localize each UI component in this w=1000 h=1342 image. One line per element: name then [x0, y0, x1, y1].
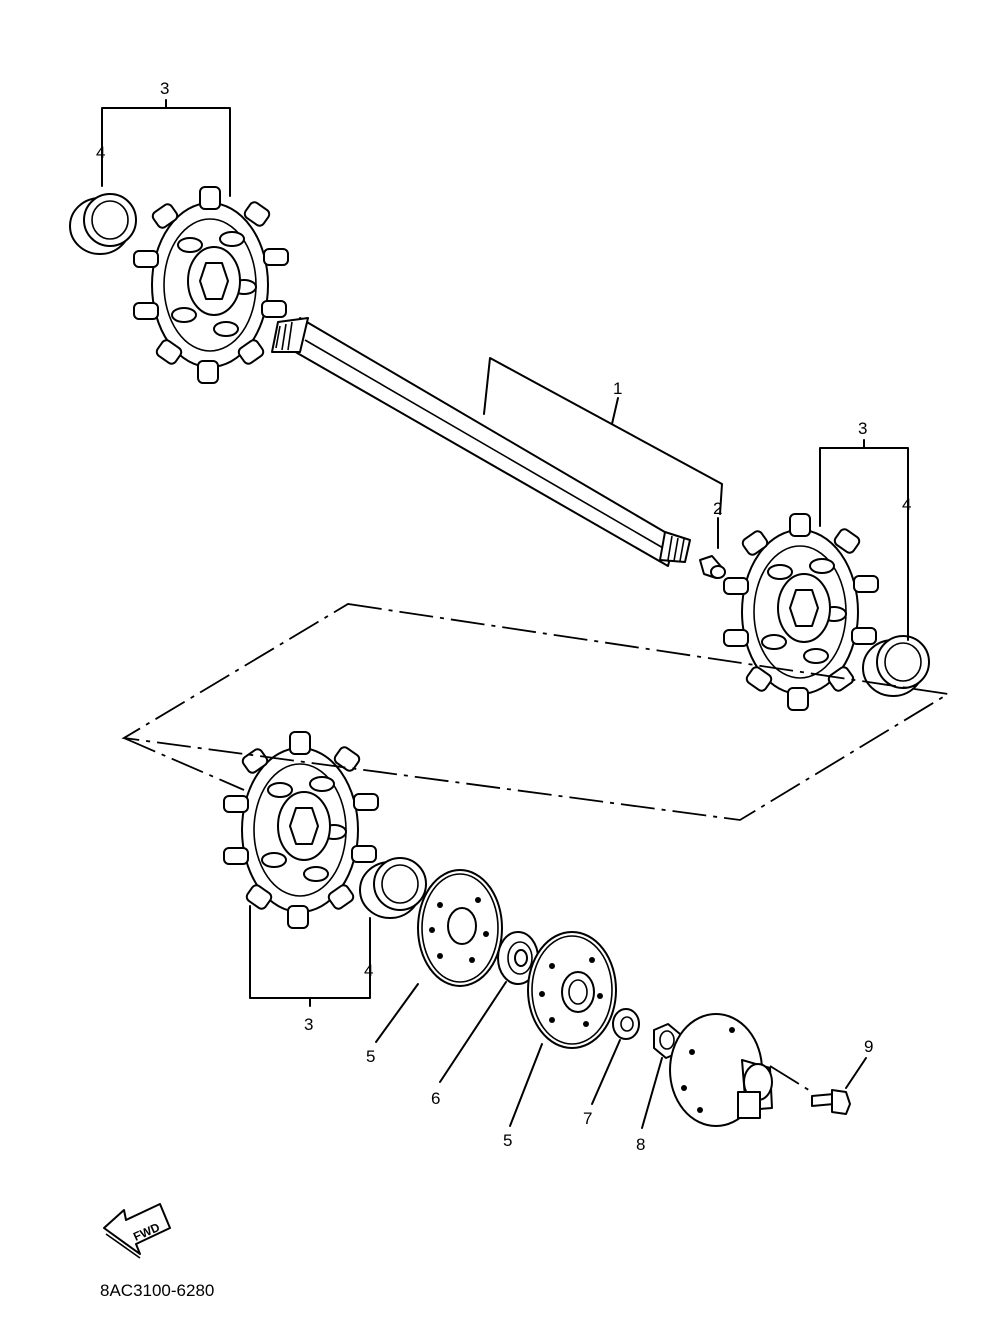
drive-shaft [271, 317, 691, 567]
callout-3-lower: 3 [304, 1015, 313, 1034]
diagram-code: 8AC3100-6280 [100, 1281, 214, 1300]
bolt [811, 1089, 851, 1115]
callout-5-second: 5 [503, 1131, 512, 1150]
callout-1: 1 [613, 379, 622, 398]
callout-4-right: 4 [902, 495, 911, 514]
callout-5-first: 5 [366, 1047, 375, 1066]
callout-4-lower: 4 [364, 961, 373, 980]
callout-4-upper-left: 4 [96, 143, 105, 162]
flange-plate-1 [417, 869, 503, 987]
bearing-upper-left [69, 193, 137, 255]
sprocket-upper-left [133, 186, 289, 384]
callout-lines [101, 99, 909, 1129]
callout-3-right: 3 [858, 419, 867, 438]
callout-6: 6 [431, 1089, 440, 1108]
ball-bearing [497, 931, 539, 985]
set-screw [699, 555, 726, 579]
drive-flange [669, 1013, 773, 1127]
callout-9: 9 [864, 1037, 873, 1056]
washer [612, 1008, 640, 1040]
forward-direction-arrow: FWD [103, 1203, 171, 1259]
callout-3-upper-left: 3 [160, 79, 169, 98]
callout-2: 2 [713, 499, 722, 518]
callout-8: 8 [636, 1135, 645, 1154]
flange-plate-2 [527, 931, 617, 1049]
callout-7: 7 [583, 1109, 592, 1128]
assembly-outline [121, 603, 951, 821]
bearing-lower [359, 857, 427, 919]
bearing-right [862, 635, 930, 697]
